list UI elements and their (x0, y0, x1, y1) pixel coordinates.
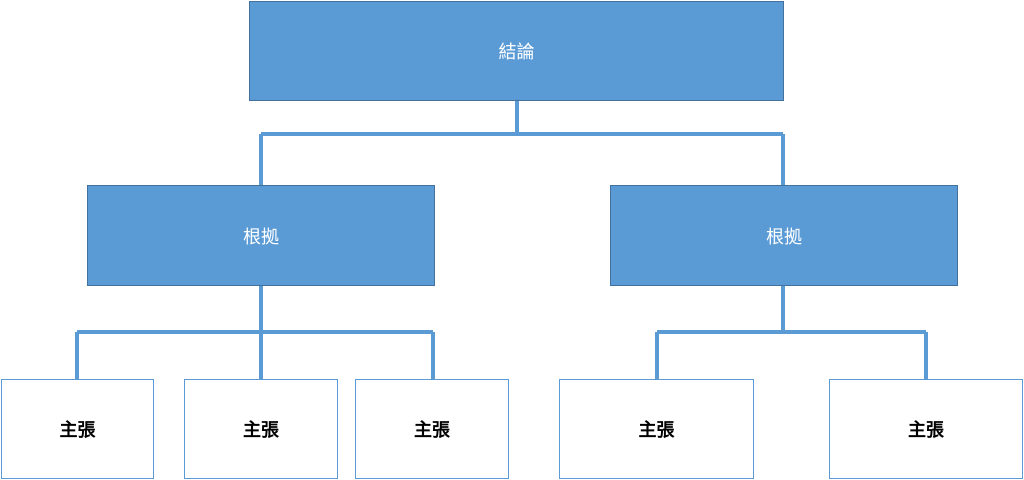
claim-label: 主張 (59, 420, 96, 441)
claim-label: 主張 (908, 420, 944, 441)
connector-left-reason-to-claims (75, 286, 435, 379)
claim-box: 主張 (559, 379, 754, 479)
claim-label: 主張 (243, 420, 279, 441)
claim-label: 主張 (414, 420, 450, 441)
reason-label: 根拠 (243, 226, 279, 248)
reason-label: 根拠 (766, 226, 802, 248)
conclusion-box: 結論 (249, 1, 784, 101)
reason-box-left: 根拠 (87, 185, 435, 286)
claim-box: 主張 (184, 379, 338, 479)
claim-box: 主張 (355, 379, 509, 479)
reason-box-right: 根拠 (610, 185, 958, 286)
connector-conclusion-to-reasons (259, 101, 785, 185)
claim-label: 主張 (638, 420, 675, 441)
claim-box: 主張 (829, 379, 1023, 479)
connector-right-reason-to-claims (655, 286, 928, 379)
conclusion-label: 結論 (498, 42, 535, 63)
claim-box: 主張 (1, 379, 154, 479)
